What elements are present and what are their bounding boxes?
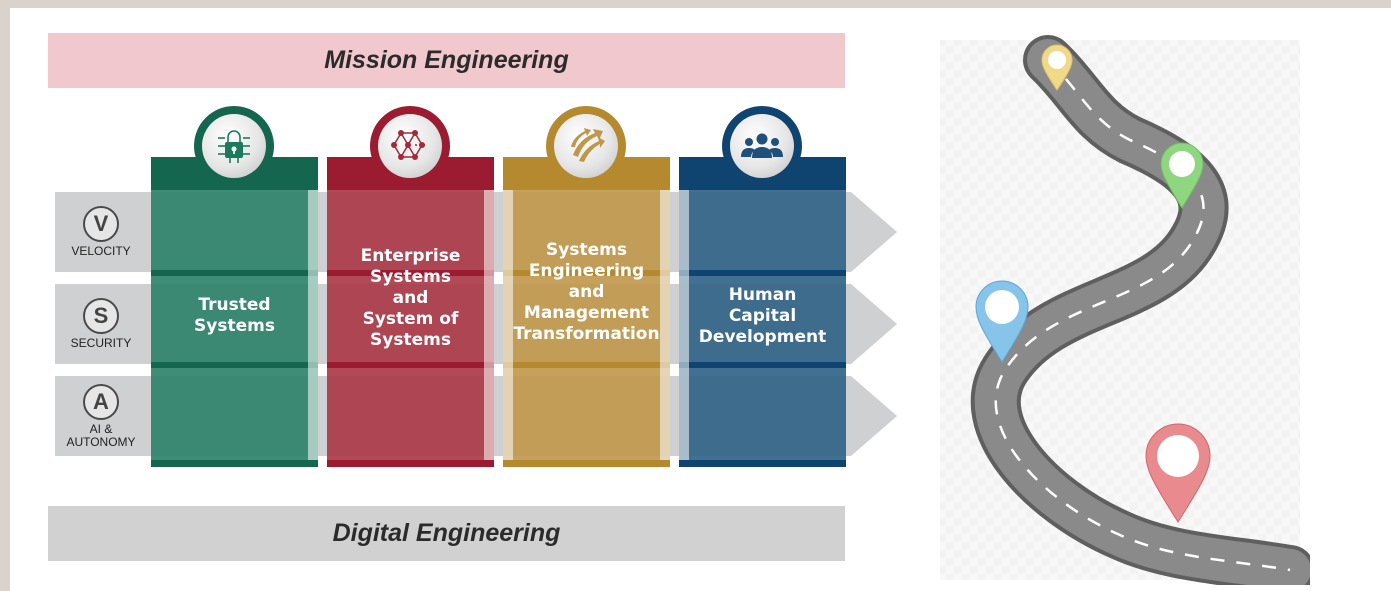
ai-autonomy-letter-icon: A [83,383,119,420]
security-row-arrow [851,284,897,364]
security-label: SECURITY [70,336,132,350]
blue-location-pin-icon [975,280,1029,363]
velocity-label-group: V VELOCITY [55,192,147,272]
human-capital-title: Human Capital Development [698,284,827,347]
human-capital-badge [722,106,802,186]
mission-engineering-label: Mission Engineering [324,46,569,74]
velocity-label: VELOCITY [71,244,131,258]
network-nodes-icon [391,130,427,160]
ai-autonomy-label: AI & AUTONOMY [66,421,136,449]
security-label-group: S SECURITY [55,284,147,364]
human-capital-column: Human Capital Development [679,157,846,467]
green-location-pin-icon [1160,142,1204,209]
trusted-systems-column: Trusted Systems [151,157,318,467]
ai-autonomy-row-arrow [851,376,897,456]
lock-circuit-icon [218,130,250,163]
enterprise-systems-badge [370,106,450,186]
systems-engineering-badge [546,106,626,186]
red-location-pin-icon [1145,423,1211,523]
velocity-letter-icon: V [83,206,119,242]
enterprise-systems-title: Enterprise Systems and System of Systems [360,245,461,350]
road-center-line [994,59,1291,572]
people-group-icon [741,133,783,158]
trusted-systems-badge [194,106,274,186]
digital-engineering-label: Digital Engineering [332,519,561,547]
ai-autonomy-label-group: A AI & AUTONOMY [55,376,147,456]
systems-engineering-title: Systems Engineering and Management Trans… [513,239,660,344]
velocity-row-arrow [851,192,897,272]
security-letter-icon: S [83,298,119,334]
systems-engineering-column: Systems Engineering and Management Trans… [503,157,670,467]
enterprise-systems-column: Enterprise Systems and System of Systems [327,157,494,467]
transform-arrows-icon [571,128,605,162]
trusted-systems-title: Trusted Systems [194,295,275,336]
mission-engineering-banner: Mission Engineering [48,33,845,88]
yellow-location-pin-icon [1041,44,1073,91]
digital-engineering-banner: Digital Engineering [48,506,845,561]
roadmap-illustration [940,35,1310,585]
